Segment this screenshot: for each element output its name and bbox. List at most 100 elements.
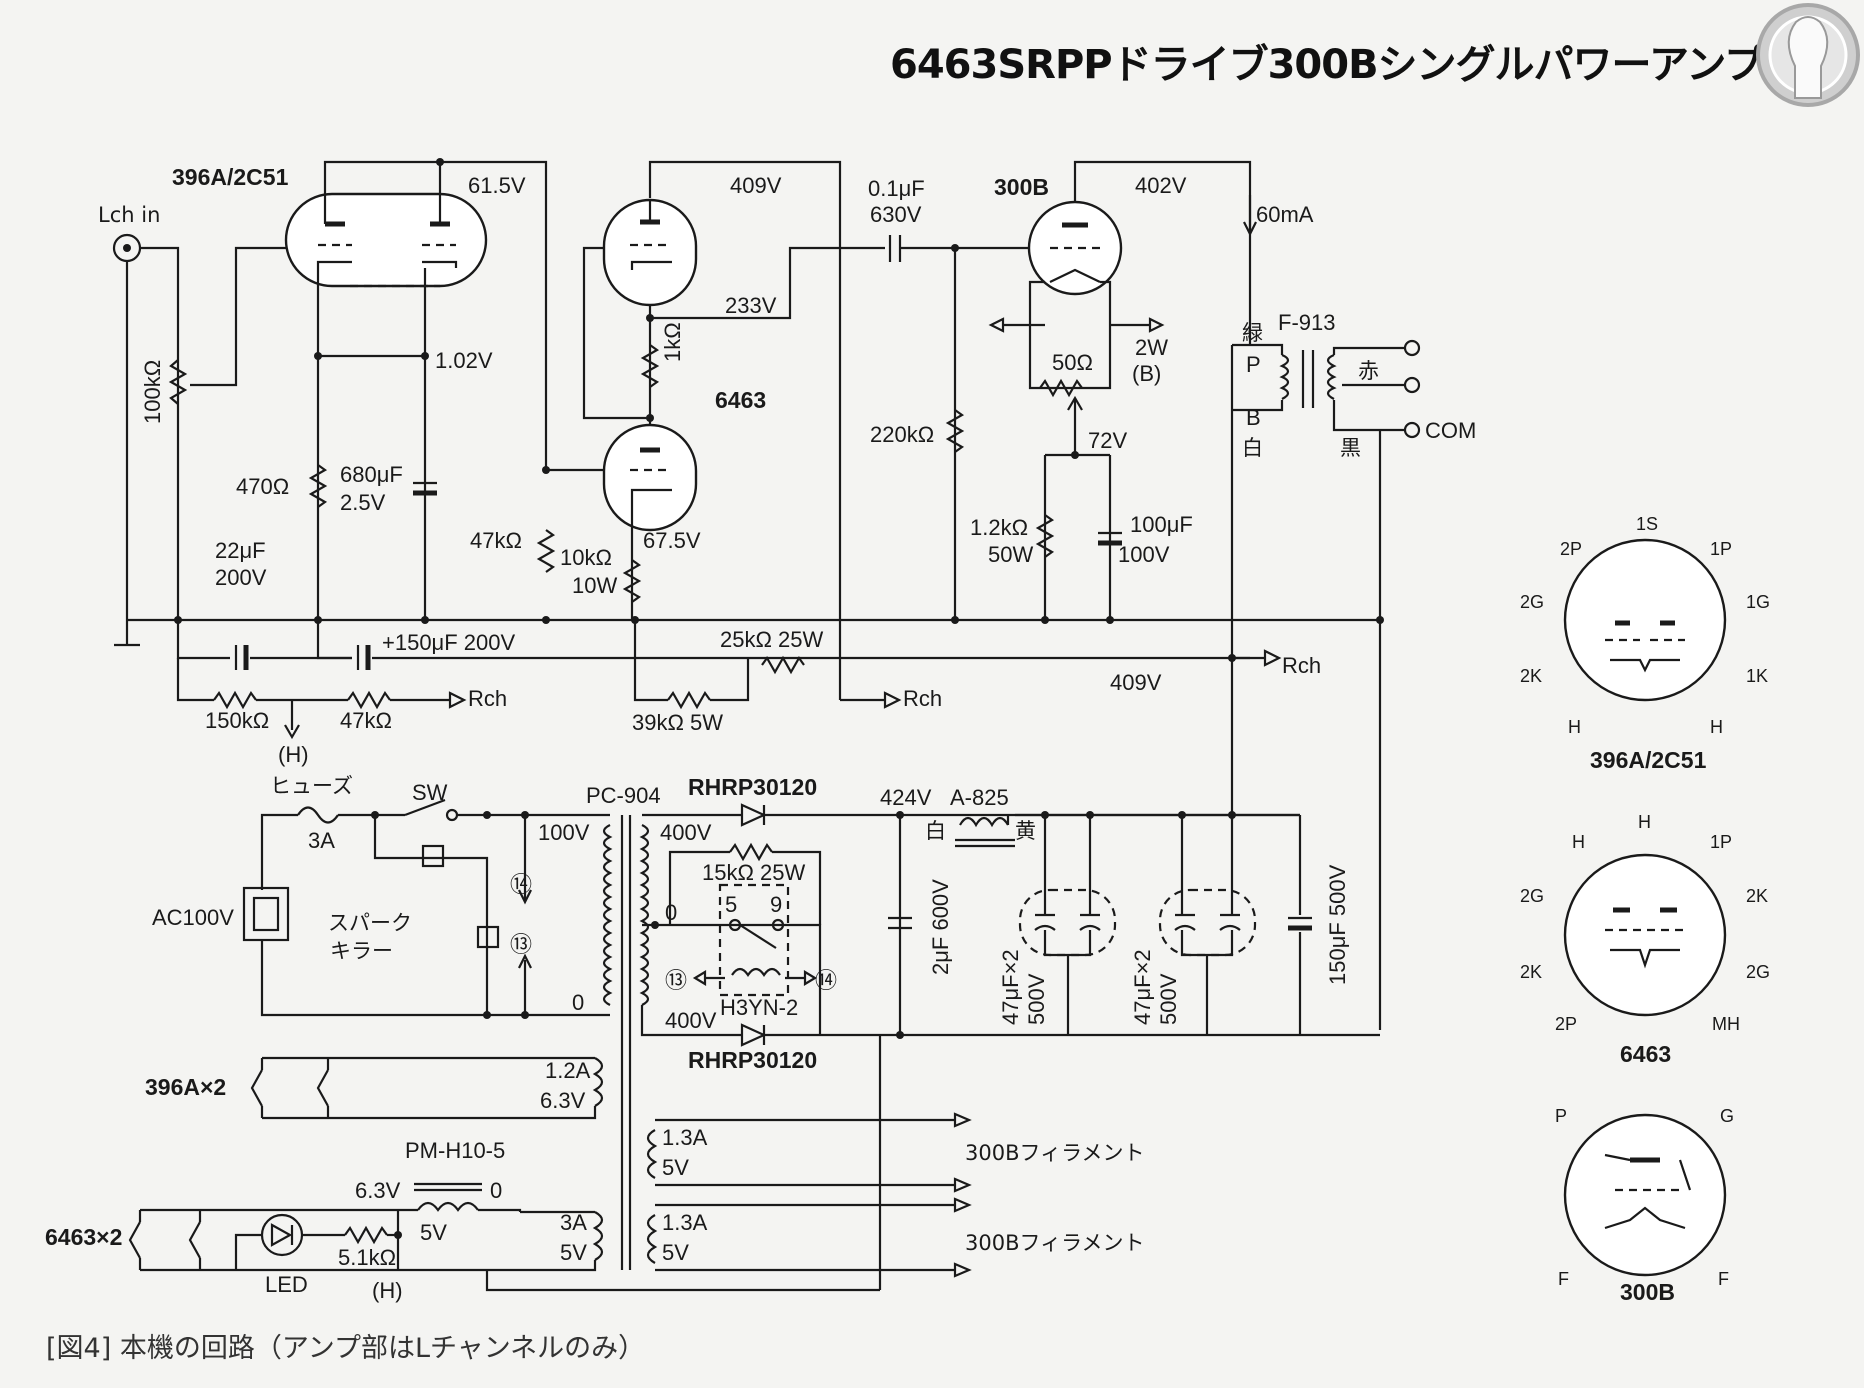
c100-label: 100μF [1130,512,1193,537]
vacuum-tube-icon [1756,3,1860,107]
r150k-label: 150kΩ [205,708,269,733]
c100-voltage-label: 100V [1118,542,1170,567]
c22-voltage-label: 200V [215,565,267,590]
c47-2-label: 47μF×2 [1130,949,1155,1025]
c47-1-label: 47μF×2 [998,949,1023,1025]
c680-voltage-label: 2.5V [340,490,386,515]
dual-capacitor-2 [1158,815,1257,1035]
filament-1-current: 1.3A [662,1125,708,1150]
pin-label: H [1710,717,1723,737]
regulator-zero-label: 0 [490,1178,502,1203]
r10k-wattage-label: 10W [572,573,617,598]
filament-label-1: 300Bフィラメント [965,1141,1144,1165]
spark-killer-label-1: スパーク [328,911,412,935]
dual-capacitor-1 [1018,815,1117,1035]
r50-wattage-label: 2W [1135,335,1168,360]
pin-label: 1P [1710,832,1732,852]
fuse-label: ヒューズ [270,774,353,798]
pin-label: 1P [1710,539,1732,559]
com-label: COM [1425,418,1476,443]
rch-output-1: Rch [468,686,507,711]
relay-pin-13: ⑬ [665,968,687,993]
r39k-label: 39kΩ 5W [632,710,723,735]
page-title: 6463SRPPドライブ300Bシングルパワーアンプ [890,42,1764,88]
tube-300b [1027,200,1123,296]
c47-1-voltage-label: 500V [1024,973,1049,1025]
pinout-300b [1563,1113,1727,1277]
heater-5v-label: 5V [560,1240,587,1265]
plate-p-label: P [1246,352,1261,377]
filament-1-voltage: 5V [662,1155,689,1180]
pin-label: 1K [1746,666,1768,686]
secondary-zero-label: 0 [665,900,677,925]
current-60ma: 60mA [1256,202,1314,227]
pin-label: 2P [1555,1014,1577,1034]
voltage-400v-lower: 400V [665,1008,717,1033]
wire-green-label: 緑 [1242,321,1263,345]
heater-h-label-1: (H) [278,742,309,767]
switch-label: SW [412,780,448,805]
tube-396a-label: 396A/2C51 [172,164,289,190]
voltage-233v: 233V [725,293,777,318]
voltage-400v-upper: 400V [660,820,712,845]
tube-6463-label: 6463 [715,387,766,413]
r25k-label: 25kΩ 25W [720,627,824,652]
output-transformer-label: F-913 [1278,310,1335,335]
r5-1k-label: 5.1kΩ [338,1245,396,1270]
choke-label: A-825 [950,785,1009,810]
tube-396a [284,192,488,288]
pin-label: H [1572,832,1585,852]
pin-label: 2G [1520,886,1544,906]
choke-yellow-label: 黄 [1015,819,1036,843]
ac100v-label: AC100V [152,905,234,930]
filament-2-voltage: 5V [662,1240,689,1265]
voltage-402v: 402V [1135,173,1187,198]
regulator-label: PM-H10-5 [405,1138,505,1163]
pot-100k-label: 100kΩ [140,360,165,424]
figure-caption: [図4] 本機の回路（アンプ部はLチャンネルのみ） [46,1333,646,1364]
diode-lower-label: RHRP30120 [688,1047,817,1073]
regulator-6-3v-label: 6.3V [355,1178,401,1203]
wire-black-label: 黒 [1340,436,1361,460]
voltage-72v: 72V [1088,428,1127,453]
pin-label: 2K [1520,962,1542,982]
pin-label: 2K [1746,886,1768,906]
pin-label: 2P [1560,539,1582,559]
pin-label: H [1568,717,1581,737]
amp-wiring [112,158,1421,1030]
r470-label: 470Ω [236,474,289,499]
pinout-300b-name: 300B [1620,1279,1675,1305]
c22-label: 22μF [215,538,266,563]
pin-13-label: ⑬ [510,932,532,957]
diode-upper-label: RHRP30120 [688,774,817,800]
pinout-6463 [1563,853,1727,1017]
power-supply-wiring [128,798,1380,1292]
pin-label: 1G [1746,592,1770,612]
led-label: LED [265,1272,308,1297]
lch-in-label: Lch in [98,203,160,227]
bplus-b-label: B [1246,405,1261,430]
tube-6463-lower [602,423,698,532]
c150-label: +150μF 200V [382,630,515,655]
r1-2k-wattage-label: 50W [988,542,1033,567]
pin-14-label: ⑭ [510,872,532,897]
r1-2k-label: 1.2kΩ [970,515,1028,540]
pin-label: 2K [1520,666,1542,686]
relay-pin-14: ⑭ [815,968,837,993]
regulator-5v-label: 5V [420,1220,447,1245]
pinout-396a [1563,538,1727,702]
filament-label-2: 300Bフィラメント [965,1231,1144,1255]
filament-2-current: 1.3A [662,1210,708,1235]
c01-label: 0.1μF [868,176,925,201]
relay-pin-5: 5 [725,892,737,917]
tube-300b-label: 300B [994,174,1049,200]
heater-396a-label: 396A×2 [145,1074,226,1100]
c01-voltage-label: 630V [870,202,922,227]
fuse-rating-label: 3A [308,828,335,853]
voltage-67-5v: 67.5V [643,528,701,553]
power-transformer-label: PC-904 [586,783,661,808]
pin-label: F [1558,1269,1569,1289]
c150-500v-label: 150μF 500V [1325,864,1350,985]
wire-red-label: 赤 [1358,359,1379,383]
